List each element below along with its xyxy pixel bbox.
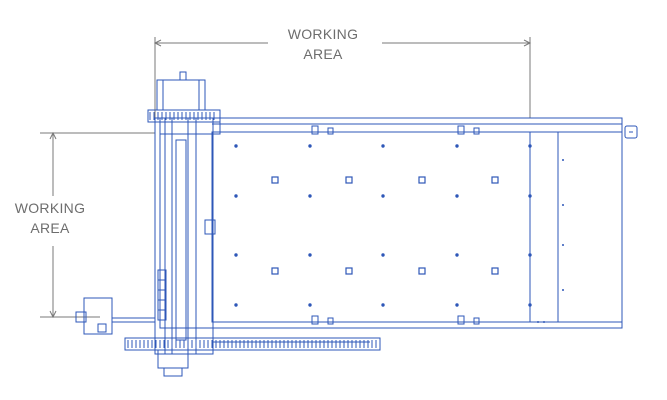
table-dot — [528, 144, 532, 148]
table-dot — [381, 253, 385, 257]
table-dot — [455, 194, 459, 198]
clamp-square — [345, 267, 353, 275]
clamp-square — [418, 176, 426, 184]
side-controller — [83, 297, 113, 335]
horizontal-label-line2: AREA — [303, 46, 343, 62]
table-dot — [455, 144, 459, 148]
table-dot — [234, 144, 238, 148]
table-dot — [308, 253, 312, 257]
vertical-label-line2: AREA — [30, 220, 70, 236]
horizontal-working-area-label: WORKING AREA — [268, 24, 378, 64]
clamp-square — [491, 176, 499, 184]
horizontal-dimension — [153, 37, 532, 118]
bottom-rack — [124, 337, 381, 351]
table-dot — [308, 144, 312, 148]
machine — [159, 117, 638, 329]
loading-end — [529, 131, 623, 323]
horizontal-label-line1: WORKING — [287, 26, 359, 42]
clamp-square — [491, 267, 499, 275]
clamp-square — [345, 176, 353, 184]
end-dots — [537, 159, 564, 323]
table-dot — [528, 194, 532, 198]
top-motor — [156, 79, 206, 111]
table-dot — [455, 253, 459, 257]
cable-chain — [157, 269, 167, 321]
gantry-beam — [154, 117, 214, 355]
work-table — [211, 131, 531, 323]
table-dot — [308, 194, 312, 198]
table-dot — [528, 303, 532, 307]
table-dot — [234, 303, 238, 307]
gantry — [75, 71, 381, 377]
table-dot — [234, 194, 238, 198]
table-markers — [234, 144, 532, 307]
table-dot — [381, 144, 385, 148]
table-dot — [528, 253, 532, 257]
vertical-working-area-label: WORKING AREA — [0, 198, 100, 238]
table-dot — [381, 194, 385, 198]
vertical-label-line1: WORKING — [14, 200, 86, 216]
table-dot — [234, 253, 238, 257]
machine-bed — [159, 117, 623, 329]
table-dot — [381, 303, 385, 307]
end-knob — [624, 125, 638, 139]
table-dot — [455, 303, 459, 307]
table-dot — [308, 303, 312, 307]
clamp-square — [418, 267, 426, 275]
clamp-square — [271, 267, 279, 275]
vertical-dimension — [40, 131, 155, 319]
clamp-square — [271, 176, 279, 184]
table-clamps — [311, 125, 480, 325]
